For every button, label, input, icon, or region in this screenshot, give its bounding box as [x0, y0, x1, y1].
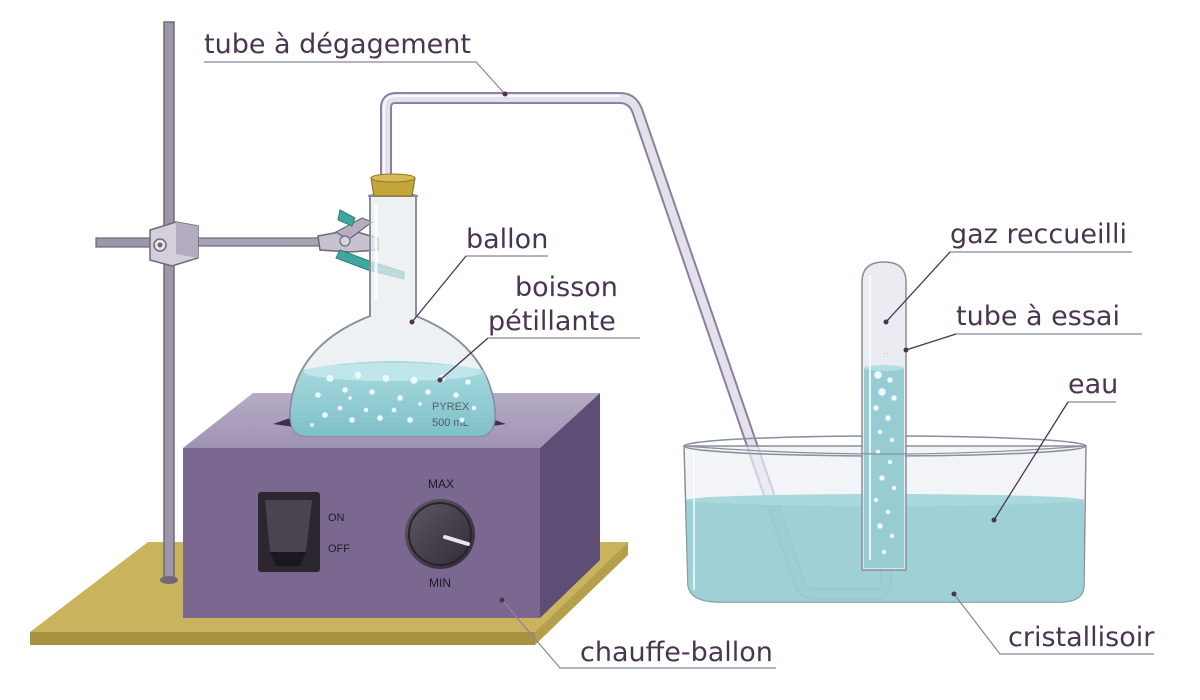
crystallizer-rim [683, 445, 1087, 455]
test-tube [861, 261, 907, 571]
svg-text:tube à essai: tube à essai [956, 301, 1120, 332]
svg-text:gaz reccueilli: gaz reccueilli [950, 219, 1127, 250]
svg-text:tube à dégagement: tube à dégagement [204, 29, 471, 60]
switch-off-label: OFF [328, 543, 350, 555]
svg-text:pétillante: pétillante [488, 306, 616, 337]
knob-min-label: MIN [429, 576, 451, 590]
svg-text:chauffe-ballon: chauffe-ballon [580, 637, 773, 668]
power-switch[interactable] [258, 492, 320, 572]
temperature-knob[interactable] [405, 499, 475, 569]
gas-bubbles [872, 352, 898, 555]
switch-on-label: ON [328, 512, 345, 524]
flask-brand: PYREX [432, 401, 470, 413]
label-drink: boisson pétillante [437, 272, 640, 383]
round-bottom-flask: PYREX 500 mL [288, 192, 497, 437]
label-heater: chauffe-ballon [499, 597, 776, 669]
svg-text:eau: eau [1068, 369, 1118, 400]
cork-stopper [370, 173, 416, 197]
label-delivery-tube: tube à dégagement [204, 29, 508, 97]
boss-clamp [149, 221, 199, 267]
label-crystallizer: cristallisoir [951, 591, 1155, 655]
drink-bubbles [309, 370, 477, 428]
label-flask: ballon [409, 224, 548, 325]
label-collected-gas: gaz reccueilli [883, 219, 1132, 325]
heating-mantle [183, 393, 600, 618]
label-water: eau [991, 369, 1118, 523]
svg-text:ballon: ballon [466, 224, 548, 255]
svg-text:cristallisoir: cristallisoir [1008, 622, 1155, 653]
knob-max-label: MAX [428, 477, 454, 491]
svg-text:boisson: boisson [515, 272, 618, 303]
label-test-tube: tube à essai [903, 301, 1142, 353]
